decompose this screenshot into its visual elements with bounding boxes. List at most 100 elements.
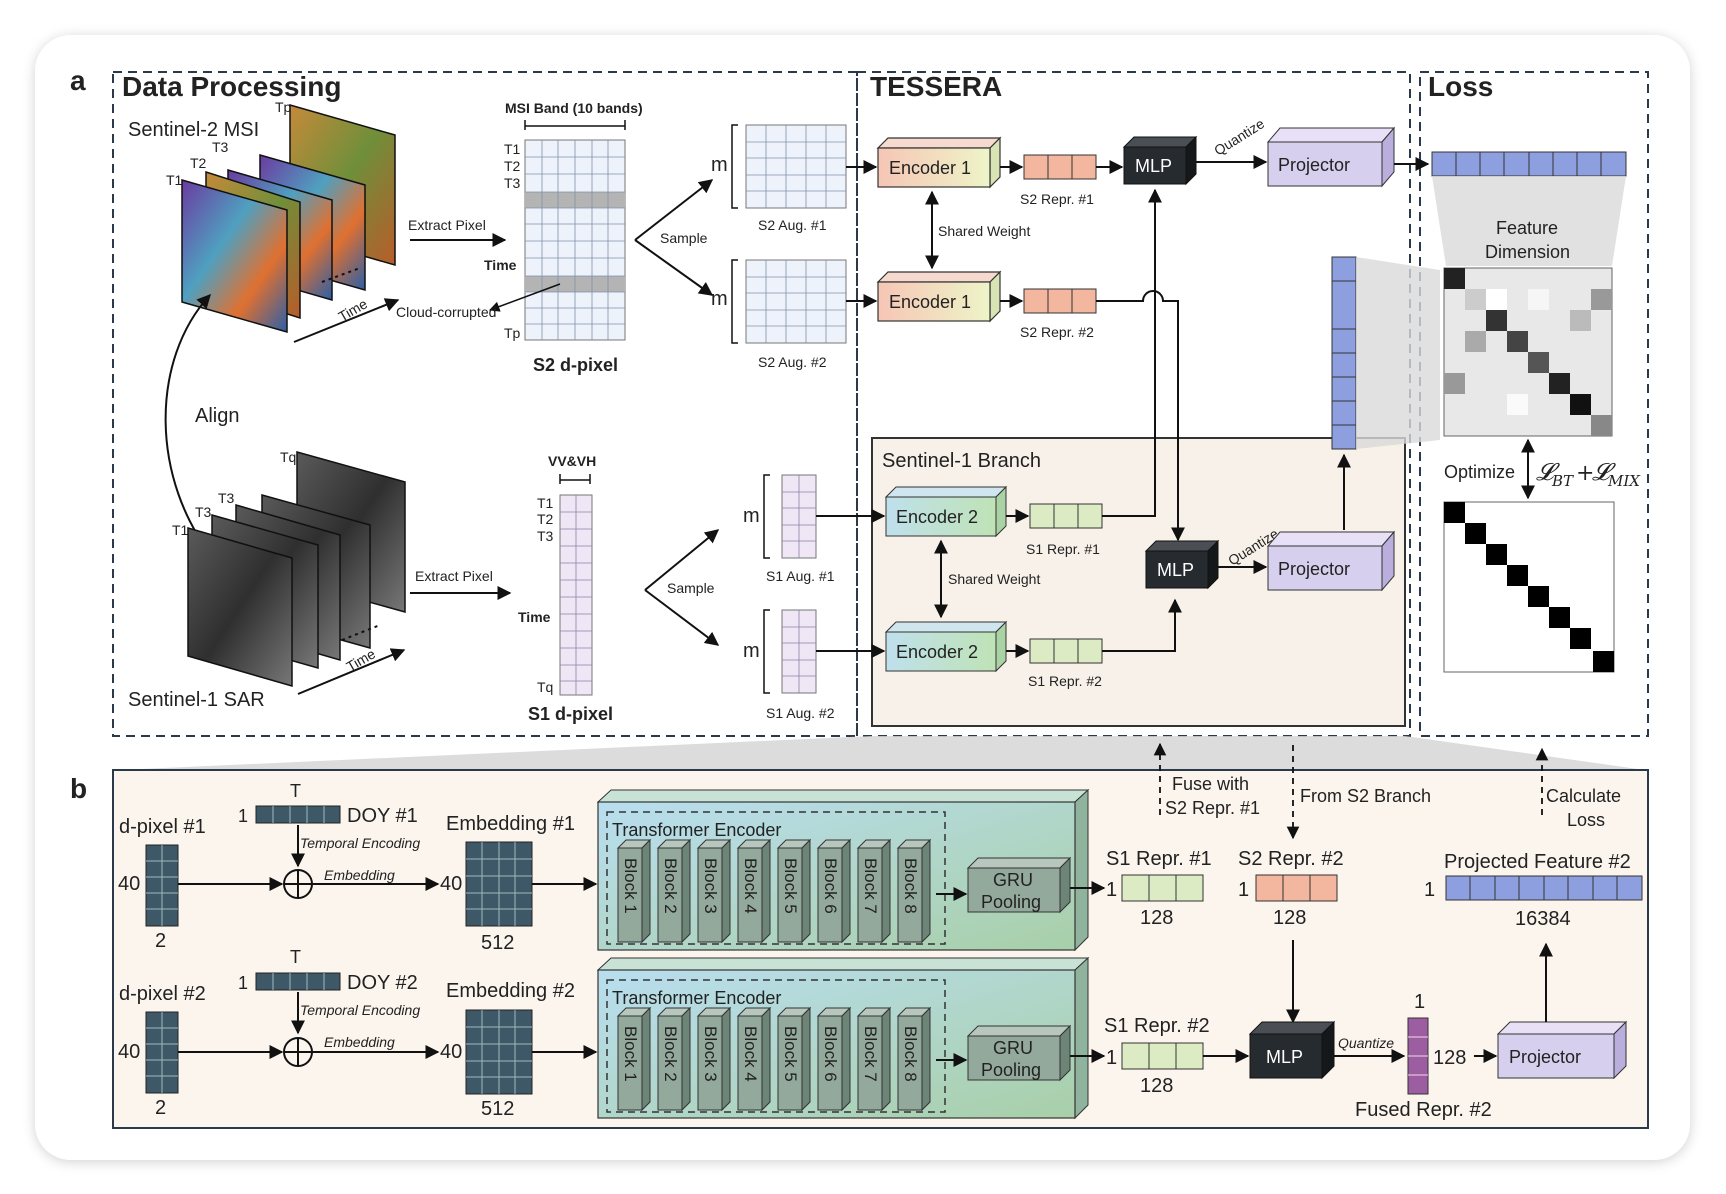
s2-sensor-label: Sentinel-2 MSI — [128, 119, 259, 141]
transformer-block: Block 5 — [776, 838, 812, 944]
s1-row-t1: T1 — [537, 495, 554, 511]
s2-image-stack: Sentinel-2 MSI T1 T2 T3 Tp Time — [128, 99, 400, 343]
mlp-top-label: MLP — [1135, 156, 1172, 176]
section-loss — [1419, 71, 1649, 737]
row1-transformer: Transformer Encoder — [612, 820, 781, 840]
s1-stack-t3b: T3 — [218, 490, 235, 506]
row1-dpixel: d-pixel #1 — [119, 816, 206, 838]
transformer-block: Block 1 — [616, 838, 652, 944]
transformer-block: Block 8 — [896, 838, 932, 944]
row2-gru-pooling: GRU Pooling — [936, 1024, 1106, 1082]
s2-repr1-vector — [1023, 154, 1097, 180]
s2-row-t2: T2 — [504, 158, 521, 174]
row2-temporal: Temporal Encoding — [300, 1002, 420, 1018]
block-label: Block 8 — [901, 1026, 920, 1082]
row1-t: T — [290, 781, 301, 801]
s2-stack-tp: Tp — [275, 99, 292, 115]
projected-feature-2: Projected Feature #2 1 16384 — [1424, 851, 1643, 930]
s1-stack-tq: Tq — [280, 449, 296, 465]
transformer-block: Block 3 — [696, 838, 732, 944]
s2-dpixel-grid: MSI Band (10 bands) T1 T2 T3 Tp Time Clo… — [396, 100, 643, 375]
projector-panel-b: Projector — [1496, 942, 1628, 1080]
row2-dpixel: d-pixel #2 — [119, 983, 206, 1005]
s2-stack-t1: T1 — [166, 172, 183, 188]
row2-dpixel-grid — [145, 1011, 179, 1094]
s1-sample-label: Sample — [667, 580, 715, 596]
transformer-block: Block 2 — [656, 838, 692, 944]
mlp-top: MLP — [1122, 135, 1198, 186]
svg-text:+: + — [1576, 461, 1594, 486]
section-title-loss: Loss — [1428, 71, 1493, 102]
fused-repr: 1 128 Fused Repr. #2 — [1355, 991, 1498, 1121]
block-label: Block 8 — [901, 858, 920, 914]
row2-embed-dim: 512 — [481, 1098, 514, 1120]
s1-stack-t3a: T3 — [195, 504, 212, 520]
calc-loss-line2: Loss — [1567, 810, 1605, 830]
identity-matrix — [1443, 501, 1615, 673]
s1-aug-grids: m S1 Aug. #1 m S1 Aug. #2 — [743, 474, 835, 721]
s2-shared-weight: Shared Weight — [938, 223, 1030, 239]
transformer-block: Block 4 — [736, 838, 772, 944]
row1-gru-pooling: GRU Pooling — [936, 856, 1106, 914]
row1-doy-vector — [255, 805, 341, 824]
block-label: Block 2 — [661, 858, 680, 914]
row1-dpixel-grid — [145, 844, 179, 927]
row2-embed: Embedding #2 — [446, 980, 575, 1002]
row2-dpixel-rows: 40 — [118, 1041, 140, 1063]
s2-sample-label: Sample — [660, 230, 708, 246]
s2-repr2-vector — [1023, 288, 1097, 314]
proj-feat-one: 1 — [1424, 879, 1435, 901]
s2-aug-grids: m S2 Aug. #1 m S2 Aug. #2 — [711, 124, 847, 370]
s2-band-header: MSI Band (10 bands) — [505, 100, 643, 116]
fused-label: Fused Repr. #2 — [1355, 1099, 1492, 1121]
panel-b-letter: b — [70, 773, 87, 804]
s2-dpixel-label: S2 d-pixel — [533, 355, 618, 375]
block-label: Block 3 — [701, 1026, 720, 1082]
projector-panel-b-label: Projector — [1509, 1047, 1581, 1067]
s1-row-tq: Tq — [537, 679, 553, 695]
row2-gru-line2: Pooling — [981, 1060, 1041, 1080]
s2-aug2-label: S2 Aug. #2 — [758, 354, 827, 370]
transformer-block: Block 7 — [856, 1006, 892, 1112]
s1-band-header: VV&VH — [548, 453, 596, 469]
projector-bottom-label: Projector — [1278, 559, 1350, 579]
row2-gru-line1: GRU — [993, 1038, 1033, 1058]
section-data-processing — [112, 71, 858, 737]
feature-dim-line1: Feature — [1496, 218, 1558, 238]
projector-bottom: Projector — [1266, 530, 1396, 592]
s2-time-label: Time — [484, 257, 517, 273]
row1-one: 1 — [238, 806, 248, 826]
encoder1-bottom: Encoder 1 — [876, 270, 1002, 323]
s2-stack-t3: T3 — [212, 139, 229, 155]
transformer-block: Block 6 — [816, 1006, 852, 1112]
s1-branch-title: Sentinel-1 Branch — [882, 450, 1041, 472]
s2-repr2-one: 1 — [1238, 879, 1249, 901]
s2-aug1-m: m — [711, 154, 728, 176]
proj-feat-label: Projected Feature #2 — [1444, 851, 1631, 873]
transformer-block: Block 4 — [736, 1006, 772, 1112]
row1-repr-dim: 128 — [1140, 907, 1173, 929]
transformer-block: Block 6 — [816, 838, 852, 944]
projected-vertical-vector — [1331, 256, 1357, 450]
fused-dim: 128 — [1433, 1047, 1466, 1069]
row1-dpixel-rows: 40 — [118, 873, 140, 895]
optimize-label: Optimize — [1444, 462, 1515, 482]
row2-doy-vector — [255, 972, 341, 991]
svg-text:BT: BT — [1551, 472, 1574, 490]
row2-doy: DOY #2 — [347, 972, 418, 994]
s1-repr2-label: S1 Repr. #2 — [1028, 673, 1102, 689]
s2-row-t3: T3 — [504, 175, 521, 191]
fuse-line1: Fuse with — [1172, 774, 1249, 794]
projected-horizontal-vector — [1431, 151, 1627, 177]
transformer-block: Block 3 — [696, 1006, 732, 1112]
calc-loss-line1: Calculate — [1546, 786, 1621, 806]
transformer-block: Block 7 — [856, 838, 892, 944]
row2-embed-grid — [465, 1009, 533, 1095]
s1-image-stack: T1 T3 T3 Tq Time Sentinel-1 SAR — [128, 449, 406, 711]
s1-shared-weight: Shared Weight — [948, 571, 1040, 587]
encoder1-top: Encoder 1 — [876, 136, 1002, 189]
s2-aug2-m: m — [711, 288, 728, 310]
row2-embedding-arrow: Embedding — [324, 1034, 395, 1050]
